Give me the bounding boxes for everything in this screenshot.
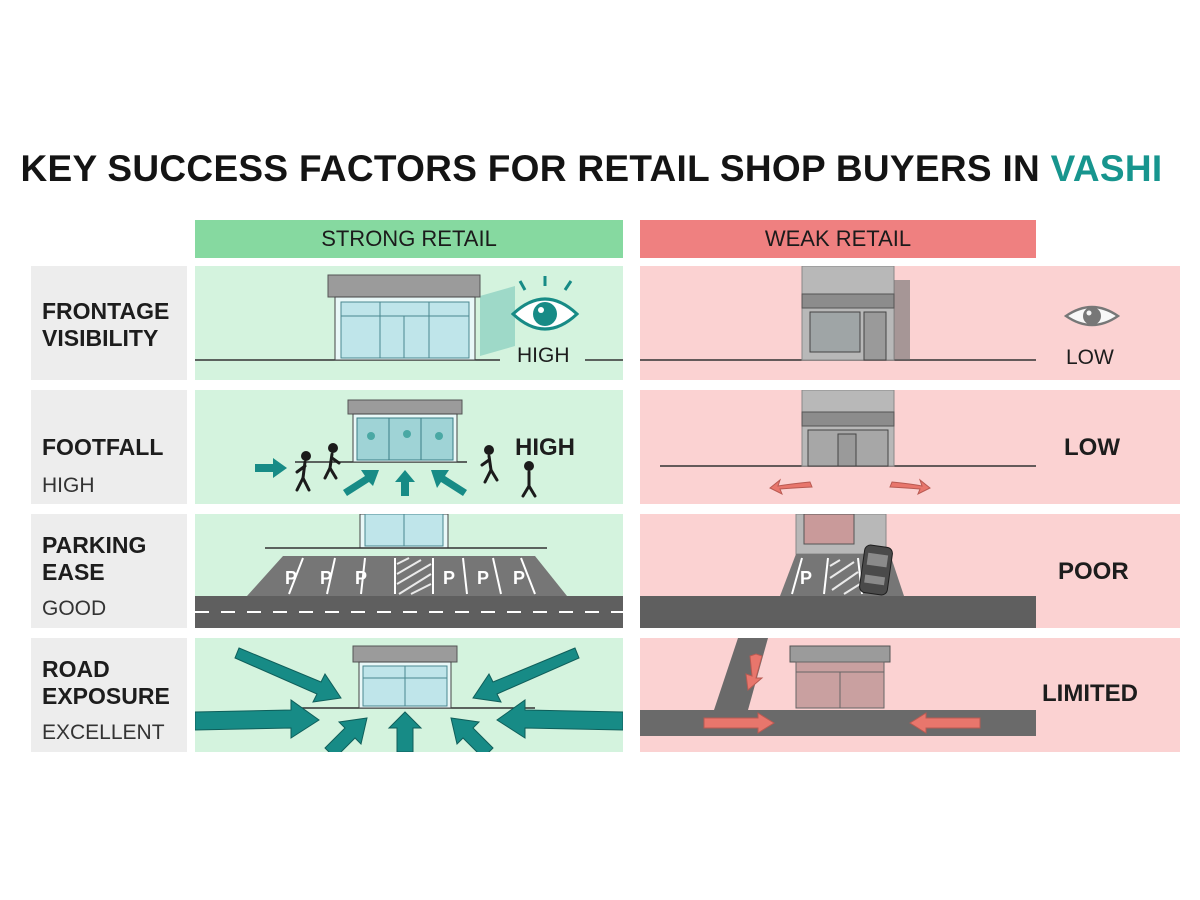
row-label-title: ROAD EXPOSURE bbox=[42, 656, 170, 709]
weak-frontage-cell: LOW bbox=[640, 266, 1180, 380]
strong-retail-header: STRONG RETAIL bbox=[195, 220, 623, 258]
page-title: KEY SUCCESS FACTORS FOR RETAIL SHOP BUYE… bbox=[0, 148, 1183, 190]
row-label-road: ROAD EXPOSURE EXCELLENT bbox=[31, 638, 187, 752]
weak-parking-rating: POOR bbox=[1058, 558, 1129, 585]
weak-footfall-rating: LOW bbox=[1064, 434, 1120, 461]
row-label-parking: PARKING EASE GOOD bbox=[31, 514, 187, 628]
strong-road-illustration bbox=[195, 645, 623, 752]
strong-frontage-cell: HIGH bbox=[195, 266, 623, 380]
title-accent: VASHI bbox=[1050, 148, 1163, 189]
eye-icon bbox=[1063, 305, 1121, 327]
parking-symbol: P bbox=[800, 568, 812, 588]
side-road-icon bbox=[714, 638, 768, 710]
weak-road-cell: LIMITED bbox=[640, 638, 1180, 752]
parking-symbol: P bbox=[320, 568, 332, 588]
parking-symbol: P bbox=[355, 568, 367, 588]
weak-parking-cell: P POOR bbox=[640, 514, 1180, 628]
strong-frontage-illustration bbox=[195, 274, 623, 361]
shop-icon bbox=[352, 645, 458, 709]
shop-icon bbox=[347, 399, 463, 463]
row-label-frontage: FRONTAGE VISIBILITY bbox=[31, 266, 187, 380]
strong-footfall-rating: HIGH bbox=[515, 434, 575, 461]
parking-lot-icon bbox=[247, 556, 567, 596]
row-label-footfall: FOOTFALL HIGH bbox=[31, 390, 187, 504]
weak-frontage-illustration bbox=[640, 266, 1121, 361]
strong-road-cell bbox=[195, 638, 623, 752]
row-label-title: FOOTFALL bbox=[42, 434, 164, 460]
strong-footfall-cell: HIGH bbox=[195, 390, 623, 504]
weak-road-rating: LIMITED bbox=[1042, 680, 1138, 707]
parking-symbol: P bbox=[443, 568, 455, 588]
diverging-arrows-icon bbox=[769, 478, 931, 496]
strong-parking-illustration: P P P P P P bbox=[195, 514, 623, 628]
shop-icon bbox=[801, 390, 895, 467]
pedestrians-icon bbox=[295, 443, 537, 498]
row-label-title: FRONTAGE VISIBILITY bbox=[42, 298, 170, 351]
converging-arrows-icon bbox=[195, 647, 623, 752]
parking-symbol: P bbox=[285, 568, 297, 588]
parked-car-icon bbox=[859, 544, 893, 596]
shop-icon bbox=[327, 274, 481, 361]
weak-retail-header: WEAK RETAIL bbox=[640, 220, 1036, 258]
shop-icon bbox=[801, 266, 910, 361]
row-label-subtitle: HIGH bbox=[42, 474, 95, 497]
eye-icon bbox=[510, 276, 580, 331]
parking-symbol: P bbox=[477, 568, 489, 588]
strong-footfall-illustration bbox=[255, 399, 537, 498]
inflow-arrows bbox=[255, 458, 467, 496]
row-label-subtitle: EXCELLENT bbox=[42, 721, 165, 744]
parking-symbol: P bbox=[513, 568, 525, 588]
title-main: KEY SUCCESS FACTORS FOR RETAIL SHOP BUYE… bbox=[20, 148, 1051, 189]
strong-frontage-rating: HIGH bbox=[517, 344, 570, 367]
shop-icon bbox=[359, 514, 449, 549]
weak-road-illustration bbox=[640, 638, 1036, 736]
row-label-subtitle: GOOD bbox=[42, 597, 107, 620]
row-label-title: PARKING EASE bbox=[42, 532, 147, 585]
weak-parking-illustration: P bbox=[640, 514, 1036, 628]
weak-footfall-illustration bbox=[660, 390, 1036, 496]
weak-footfall-cell: LOW bbox=[640, 390, 1180, 504]
weak-frontage-rating: LOW bbox=[1066, 346, 1114, 369]
shop-icon bbox=[789, 645, 891, 709]
strong-parking-cell: P P P P P P bbox=[195, 514, 623, 628]
